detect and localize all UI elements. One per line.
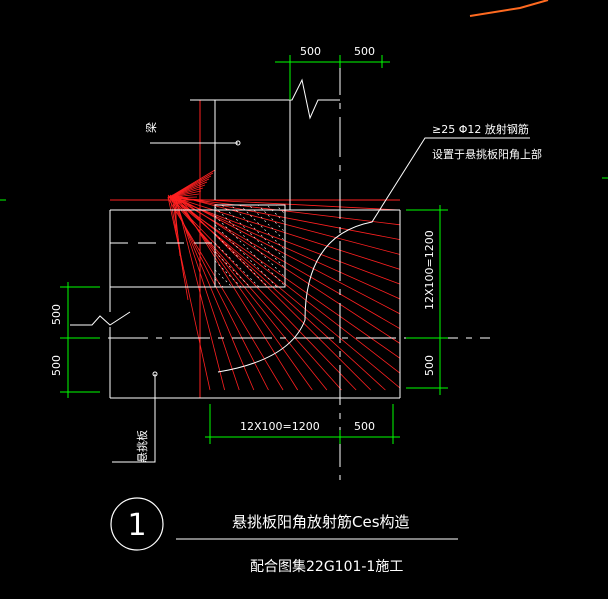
hatch-line: [215, 233, 269, 287]
beam-label: 梁: [144, 122, 158, 133]
hatch-line: [215, 242, 260, 287]
dim-left-lower-text: 500: [50, 355, 63, 376]
radial-bar-short: [167, 196, 198, 199]
top-break-symbol: [190, 78, 340, 120]
radial-bar: [175, 195, 372, 391]
slab-leader-dot: [152, 371, 158, 377]
beam-leader-dot: [235, 140, 241, 146]
radial-bar: [171, 195, 401, 241]
dim-left-upper-text: 500: [50, 304, 63, 325]
radial-bar-short: [167, 190, 202, 199]
red-axis-lines: [110, 100, 400, 398]
detail-number-circle: [110, 497, 164, 551]
corner-stroke: [469, 0, 549, 17]
note-line-2: 设置于悬挑板阳角上部: [432, 147, 542, 161]
radial-bar: [175, 194, 299, 391]
slab-leader: [112, 374, 156, 463]
radial-bar: [167, 196, 401, 285]
radial-bar: [173, 197, 181, 257]
dim-top-right-text: 500: [354, 45, 375, 58]
radial-bar: [173, 194, 401, 255]
hatch-line: [284, 205, 285, 206]
hatch-lines: [215, 205, 285, 287]
radial-bars-group: [167, 169, 401, 391]
dim-right-lower-text: 500: [423, 355, 436, 376]
hatch-line: [221, 205, 285, 269]
radial-bar: [167, 194, 357, 391]
dim-bottom-right-text: 500: [354, 420, 375, 433]
hatch-frame: [214, 204, 286, 288]
radial-bar: [175, 197, 401, 270]
hatch-line: [215, 251, 251, 287]
radial-bar-short: [167, 187, 204, 199]
hatch-line: [215, 224, 278, 287]
hatch-line: [215, 269, 233, 287]
radial-bar: [175, 196, 401, 344]
hatch-line: [266, 205, 285, 224]
left-break-symbol: [70, 311, 131, 326]
corner-column-hatch: [214, 204, 286, 288]
leader-lines: [112, 137, 530, 463]
hatch-line: [215, 215, 285, 287]
dim-bottom-left-text: 12X100=1200: [240, 420, 320, 433]
dimension-lines: [60, 55, 448, 444]
detail-number: 1: [127, 508, 146, 543]
radial-bar: [171, 194, 401, 315]
dim-top-left-text: 500: [300, 45, 321, 58]
radial-bar-short: [167, 193, 200, 199]
radial-bar: [171, 195, 255, 391]
title-block: 1 悬挑板阳角放射筋Ces构造 配合图集22G101-1施工: [110, 497, 458, 575]
radial-bar: [167, 196, 211, 391]
note-line-1: ≥25 Φ12 放射钢筋: [432, 122, 529, 136]
radial-bar: [173, 194, 240, 391]
radial-bar: [173, 197, 401, 330]
slab-label: 悬挑板: [135, 430, 149, 463]
hatch-line: [215, 206, 285, 278]
hatch-line: [215, 260, 242, 287]
title-sub: 配合图集22G101-1施工: [250, 558, 403, 575]
dim-right-upper-text: 12X100=1200: [423, 230, 436, 310]
note-leader: [217, 137, 530, 373]
title-main: 悬挑板阳角放射筋Ces构造: [232, 513, 410, 531]
